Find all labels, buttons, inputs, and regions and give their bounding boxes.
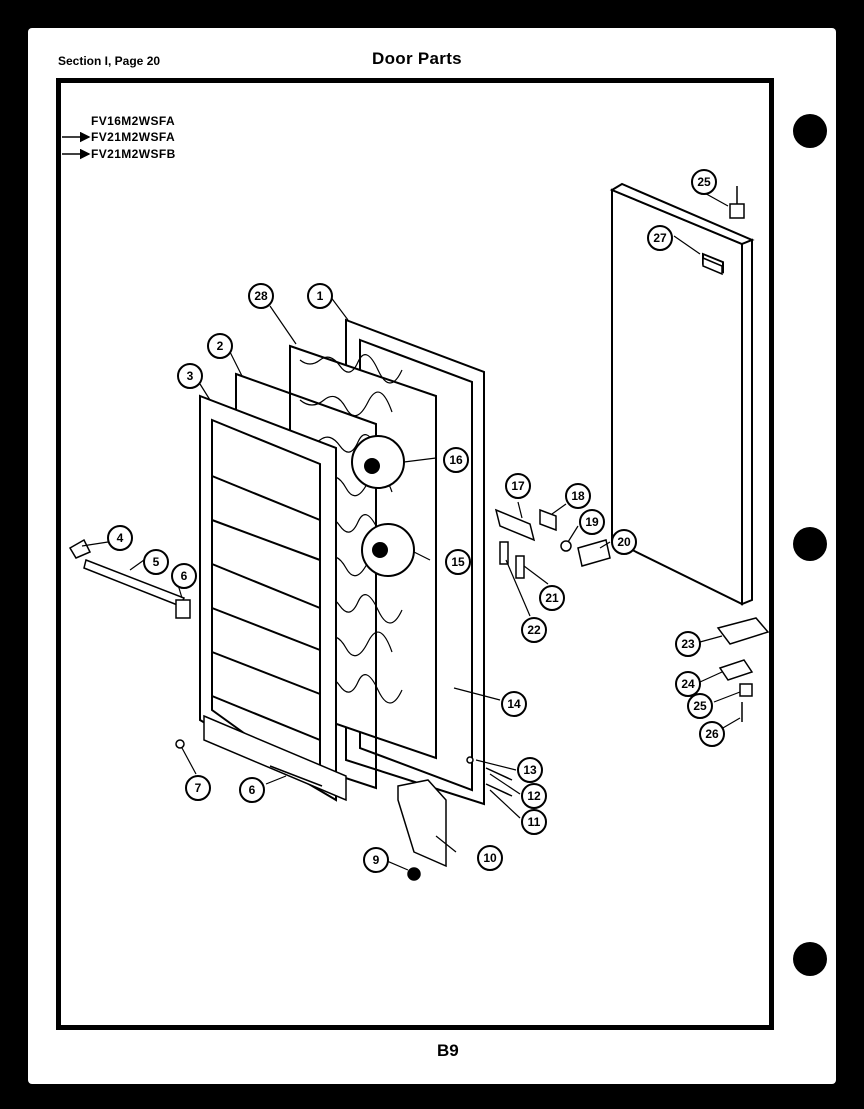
- callout-12: 12: [521, 783, 547, 809]
- top-hinge-pin: [729, 186, 745, 219]
- callout-5: 5: [143, 549, 169, 575]
- svg-text:3: 3: [187, 369, 194, 383]
- callout-27: 27: [647, 225, 673, 251]
- leader-lines: [81, 185, 741, 871]
- model-number-1: FV16M2WSFA: [91, 114, 176, 128]
- svg-text:6: 6: [181, 569, 188, 583]
- callout-24: 24: [675, 671, 701, 697]
- callout-22: 22: [521, 617, 547, 643]
- svg-text:10: 10: [483, 851, 497, 865]
- callout-15: 15: [445, 549, 471, 575]
- small-hardware: [466, 508, 611, 797]
- svg-text:15: 15: [451, 555, 465, 569]
- binder-hole-top: [793, 114, 827, 148]
- svg-text:18: 18: [571, 489, 585, 503]
- svg-text:6: 6: [249, 783, 256, 797]
- model-arrows: [62, 131, 91, 160]
- svg-text:21: 21: [545, 591, 559, 605]
- callout-16: 16: [443, 447, 469, 473]
- svg-text:4: 4: [117, 531, 124, 545]
- svg-text:23: 23: [681, 637, 695, 651]
- binder-hole-middle: [793, 527, 827, 561]
- bottom-hinge-assembly: [716, 617, 770, 722]
- page-title: Door Parts: [372, 49, 462, 68]
- svg-text:27: 27: [653, 231, 667, 245]
- model-number-2: FV21M2WSFA: [91, 130, 176, 144]
- callout-21: 21: [539, 585, 565, 611]
- outer-door-panel: [609, 182, 755, 606]
- page-number: B9: [437, 1041, 459, 1060]
- callout-23: 23: [675, 631, 701, 657]
- svg-text:25: 25: [697, 175, 711, 189]
- callout-20: 20: [611, 529, 637, 555]
- callout-26: 26: [699, 721, 725, 747]
- callout-14: 14: [501, 691, 527, 717]
- svg-text:16: 16: [449, 453, 463, 467]
- svg-text:12: 12: [527, 789, 541, 803]
- model-number-3: FV21M2WSFB: [91, 147, 176, 161]
- callout-1: 1: [307, 283, 333, 309]
- callout-6-handle: 6: [171, 563, 197, 589]
- svg-text:25: 25: [693, 699, 707, 713]
- svg-text:28: 28: [254, 289, 268, 303]
- callout-19: 19: [579, 509, 605, 535]
- svg-text:1: 1: [317, 289, 324, 303]
- svg-text:22: 22: [527, 623, 541, 637]
- svg-text:9: 9: [373, 853, 380, 867]
- callout-25-bottom: 25: [687, 693, 713, 719]
- callout-11: 11: [521, 809, 547, 835]
- svg-text:5: 5: [153, 555, 160, 569]
- svg-text:2: 2: [217, 339, 224, 353]
- svg-text:26: 26: [705, 727, 719, 741]
- bottom-trim: [175, 714, 347, 802]
- svg-text:11: 11: [528, 815, 541, 829]
- callout-17: 17: [505, 473, 531, 499]
- screw-detail-15: [372, 542, 388, 558]
- callout-3: 3: [177, 363, 203, 389]
- callout-4: 4: [107, 525, 133, 551]
- callout-10: 10: [477, 845, 503, 871]
- callout-9: 9: [363, 847, 389, 873]
- section-label: Section I, Page 20: [58, 54, 161, 68]
- svg-text:14: 14: [507, 697, 521, 711]
- door-stop: [397, 779, 447, 881]
- screw-detail-16: [364, 458, 380, 474]
- callout-7: 7: [185, 775, 211, 801]
- svg-text:7: 7: [195, 781, 202, 795]
- svg-text:13: 13: [523, 763, 537, 777]
- svg-text:19: 19: [585, 515, 599, 529]
- callout-6-trim: 6: [239, 777, 265, 803]
- svg-text:24: 24: [681, 677, 695, 691]
- callout-13: 13: [517, 757, 543, 783]
- callout-18: 18: [565, 483, 591, 509]
- nameplate: [702, 256, 723, 276]
- callout-28: 28: [248, 283, 274, 309]
- callout-25-top: 25: [691, 169, 717, 195]
- door-handle-parts: [68, 538, 191, 619]
- svg-text:17: 17: [511, 479, 525, 493]
- callout-2: 2: [207, 333, 233, 359]
- svg-text:20: 20: [617, 535, 631, 549]
- binder-hole-bottom: [793, 942, 827, 976]
